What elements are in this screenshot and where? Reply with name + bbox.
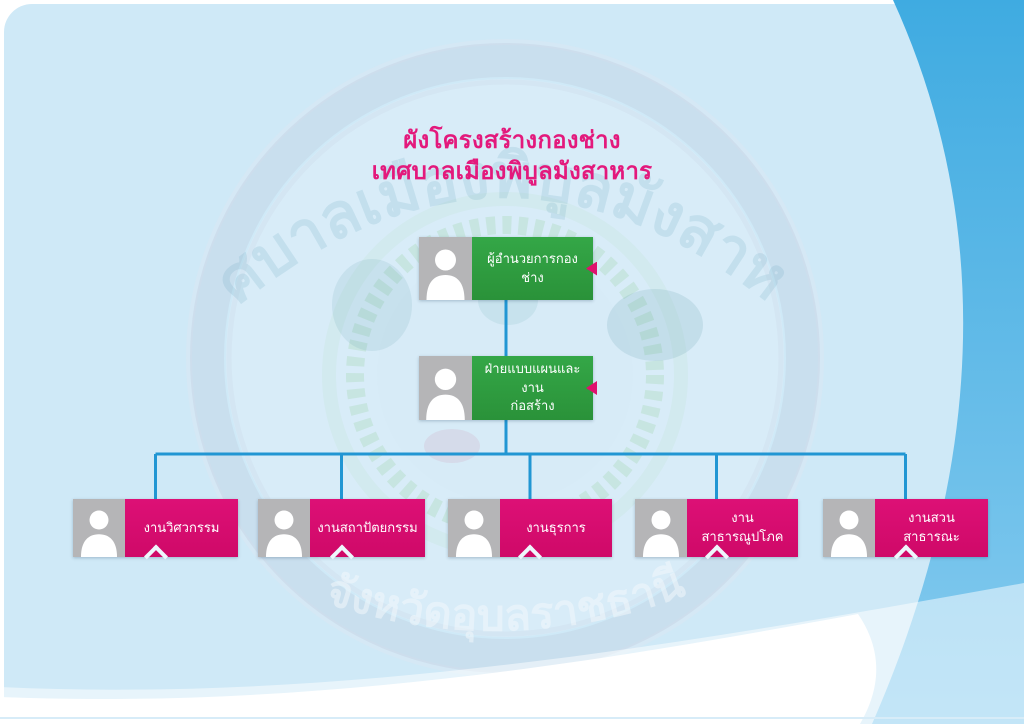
org-node-department: ฝ่ายแบบแผนและงาน ก่อสร้าง bbox=[419, 356, 597, 420]
org-node-label: งานวิศวกรรม bbox=[143, 519, 220, 535]
org-node-label-line2: ก่อสร้าง bbox=[510, 398, 555, 414]
org-node-section-engineering: งานวิศวกรรม bbox=[73, 499, 238, 569]
org-node-label: งานสถาปัตยกรรม bbox=[317, 519, 418, 535]
person-icon bbox=[419, 356, 472, 420]
org-node-label: งานสวนสาธารณะ bbox=[903, 510, 960, 544]
org-node-label: งานสาธารณูปโภค bbox=[701, 510, 784, 544]
org-node-director: ผู้อำนวยการกองช่าง bbox=[419, 237, 597, 300]
org-node-section-administration: งานธุรการ bbox=[448, 499, 612, 569]
chart-title: ผังโครงสร้างกองช่าง เทศบาลเมืองพิบูลมังส… bbox=[0, 125, 1024, 187]
org-node-section-architecture: งานสถาปัตยกรรม bbox=[258, 499, 425, 569]
chart-title-line2: เทศบาลเมืองพิบูลมังสาหาร bbox=[371, 158, 653, 185]
org-node-label-line1: ฝ่ายแบบแผนและงาน bbox=[484, 360, 581, 395]
arrow-left-icon bbox=[586, 261, 597, 276]
person-icon bbox=[73, 499, 125, 557]
arrow-left-icon bbox=[586, 381, 597, 395]
chart-title-line1: ผังโครงสร้างกองช่าง bbox=[403, 127, 621, 154]
org-node-section-public-parks: งานสวนสาธารณะ bbox=[823, 499, 988, 569]
org-node-section-public-utilities: งานสาธารณูปโภค bbox=[635, 499, 798, 569]
person-icon bbox=[448, 499, 500, 557]
person-icon bbox=[419, 237, 472, 300]
person-icon bbox=[635, 499, 687, 557]
org-node-label: ผู้อำนวยการกองช่าง bbox=[487, 250, 578, 285]
org-node-label: งานธุรการ bbox=[526, 519, 586, 535]
person-icon bbox=[823, 499, 875, 557]
person-icon bbox=[258, 499, 310, 557]
